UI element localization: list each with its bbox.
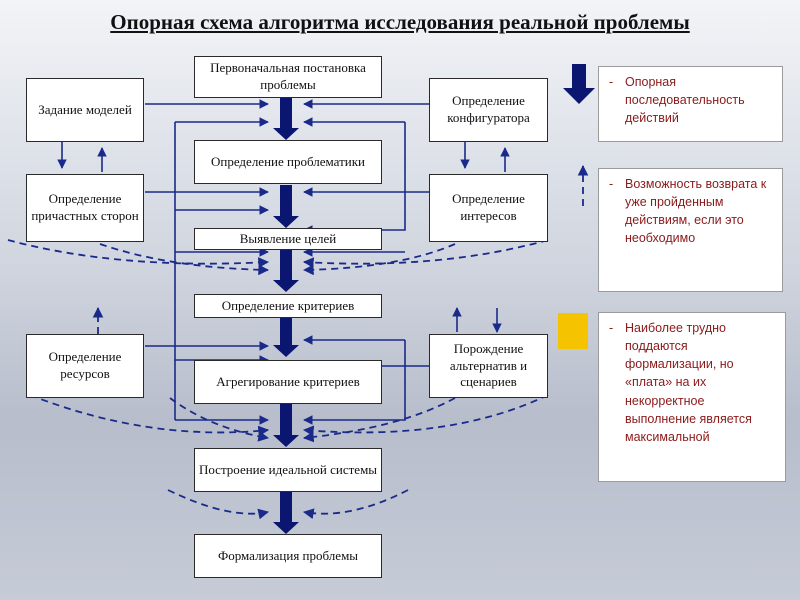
legend-hard-to-formalize: - Наиболее трудно поддаются формализации… [598, 312, 786, 482]
box-interests: Определение интересов [429, 174, 548, 242]
box-problematics: Определение проблематики [194, 140, 382, 184]
box-models: Задание моделей [26, 78, 144, 142]
legend-return-possibility: - Возможность возврата к уже пройденным … [598, 168, 783, 292]
box-configurator: Определение конфигуратора [429, 78, 548, 142]
box-formalization: Формализация проблемы [194, 534, 382, 578]
legend-hard-to-formalize-text: Наиболее трудно поддаются формализации, … [625, 321, 752, 444]
box-resources: Определение ресурсов [26, 334, 144, 398]
main-arrow-2 [273, 185, 299, 228]
main-arrow-5 [273, 404, 299, 447]
box-alternatives: Порождение альтернатив и сценариев [429, 334, 548, 398]
legend-yellow-square-icon [558, 313, 588, 349]
box-aggregation: Агрегирование критериев [194, 360, 382, 404]
box-stakeholders: Определение причастных сторон [26, 174, 144, 242]
box-ideal-system: Построение идеальной системы [194, 448, 382, 492]
main-arrow-3 [273, 249, 299, 292]
main-arrow-6 [273, 492, 299, 534]
legend-return-possibility-text: Возможность возврата к уже пройденным де… [625, 177, 767, 246]
legend-reference-sequence: - Опорная последовательность действий [598, 66, 783, 142]
box-initial-problem: Первоначальная постановка проблемы [194, 56, 382, 98]
main-arrow-4 [273, 317, 299, 357]
legend-bullet: - [609, 321, 614, 335]
main-flow-arrows [273, 97, 299, 534]
main-arrow-1 [273, 97, 299, 140]
legend-reference-sequence-text: Опорная последовательность действий [625, 75, 745, 126]
legend-bullet: - [609, 177, 614, 191]
box-criteria: Определение критериев [194, 294, 382, 318]
legend-bullet: - [609, 75, 614, 89]
legend-arrow-icon [563, 64, 595, 104]
dashed-return-paths [7, 164, 589, 520]
box-goals: Выявление целей [194, 228, 382, 250]
page-title: Опорная схема алгоритма исследования реа… [110, 10, 690, 34]
